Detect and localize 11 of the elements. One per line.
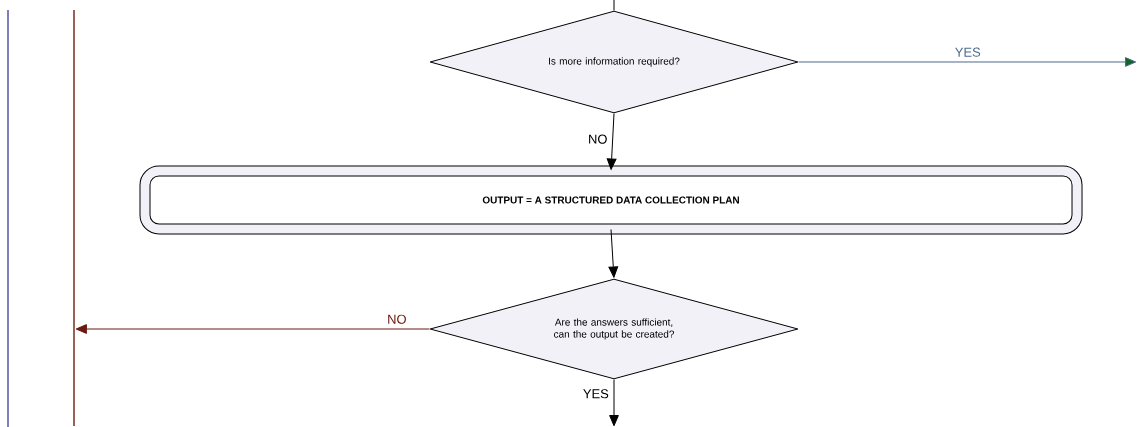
edge-label: YES bbox=[955, 47, 981, 57]
edge-label: NO bbox=[388, 314, 406, 324]
arrow bbox=[608, 229, 619, 278]
arrow bbox=[609, 379, 619, 427]
output-box: OUTPUT = A STRUCTURED DATA COLLECTION PLAN bbox=[139, 165, 1083, 235]
edge-label: NO bbox=[589, 134, 607, 144]
arrow bbox=[606, 113, 617, 170]
arrow bbox=[798, 57, 1137, 67]
edge-label: YES bbox=[583, 389, 609, 399]
lane-line bbox=[73, 10, 75, 426]
arrow bbox=[75, 324, 430, 334]
